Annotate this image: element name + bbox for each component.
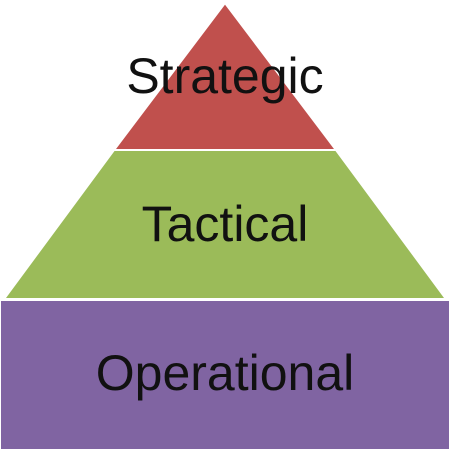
tier-strategic: Strategic xyxy=(111,1,339,151)
tier-strategic-label: Strategic xyxy=(126,48,323,104)
tier-operational-label: Operational xyxy=(96,345,355,401)
tier-tactical: Tactical xyxy=(2,149,448,300)
tier-tactical-label: Tactical xyxy=(142,196,309,252)
tier-operational-shape xyxy=(0,299,450,450)
tier-operational: Operational xyxy=(0,299,450,450)
